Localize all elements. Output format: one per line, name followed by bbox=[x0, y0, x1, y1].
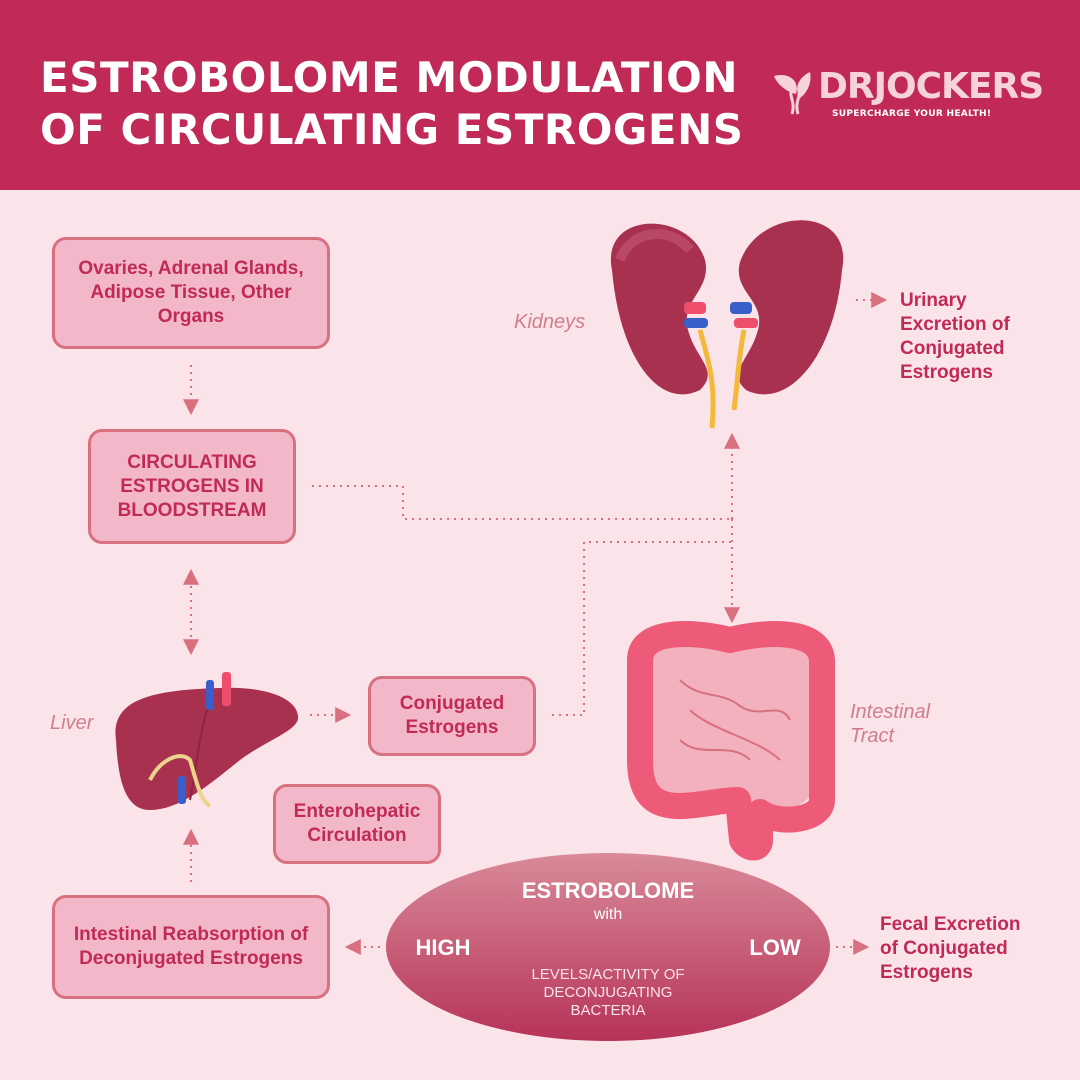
connector-circulating-to-junction bbox=[312, 485, 732, 520]
box-hormone-sources: Ovaries, Adrenal Glands, Adipose Tissue,… bbox=[52, 237, 330, 349]
estrobolome-low: LOW bbox=[749, 935, 801, 960]
fecal-excretion-text: Fecal Excretion of Conjugated Estrogens bbox=[880, 914, 1021, 983]
box-conjugated-estrogens-text: Conjugated Estrogens bbox=[399, 693, 505, 738]
estrobolome-ellipse bbox=[386, 853, 830, 1041]
leaf-dna-icon bbox=[774, 72, 811, 115]
kidneys-illustration bbox=[610, 220, 844, 429]
estrobolome-high: HIGH bbox=[415, 935, 471, 960]
estrobolome-title: ESTROBOLOME bbox=[521, 878, 695, 903]
estrobolome-subtitle: LEVELS/ACTIVITY OF DECONJUGATING BACTERI… bbox=[531, 966, 685, 1019]
box-intestinal-reabsorption-text: Intestinal Reabsorption of Deconjugated … bbox=[73, 924, 309, 969]
estrobolome-with: with bbox=[593, 906, 623, 923]
box-circulating-estrogens: CIRCULATING ESTROGENS IN BLOODSTREAM bbox=[88, 429, 296, 544]
label-liver: Liver bbox=[50, 712, 94, 734]
brand-logo[interactable]: DRJOCKERS SUPERCHARGE YOUR HEALTH! bbox=[770, 66, 1050, 126]
header-banner: ESTROBOLOME MODULATION OF CIRCULATING ES… bbox=[0, 0, 1080, 190]
urinary-excretion-text: Urinary Excretion of Conjugated Estrogen… bbox=[900, 290, 1010, 383]
title-line-2: OF CIRCULATING ESTROGENS bbox=[40, 105, 744, 154]
label-intestinal-tract: Intestinal Tract bbox=[850, 701, 931, 747]
box-intestinal-reabsorption: Intestinal Reabsorption of Deconjugated … bbox=[52, 895, 330, 999]
title-line-1: ESTROBOLOME MODULATION bbox=[40, 53, 739, 102]
intestine-illustration bbox=[627, 621, 835, 861]
page-title: ESTROBOLOME MODULATION OF CIRCULATING ES… bbox=[40, 52, 743, 156]
box-hormone-sources-text: Ovaries, Adrenal Glands, Adipose Tissue,… bbox=[78, 258, 304, 327]
box-enterohepatic-circulation: Enterohepatic Circulation bbox=[273, 784, 441, 864]
logo-wordmark: DRJOCKERS bbox=[818, 66, 1044, 107]
liver-illustration bbox=[115, 672, 299, 810]
connector-conjugated-to-junction bbox=[552, 541, 732, 716]
logo-tagline: SUPERCHARGE YOUR HEALTH! bbox=[832, 109, 992, 119]
label-kidneys: Kidneys bbox=[514, 311, 586, 333]
box-circulating-estrogens-text: CIRCULATING ESTROGENS IN BLOODSTREAM bbox=[117, 451, 267, 521]
box-conjugated-estrogens: Conjugated Estrogens bbox=[368, 676, 536, 756]
box-enterohepatic-circulation-text: Enterohepatic Circulation bbox=[293, 801, 421, 846]
